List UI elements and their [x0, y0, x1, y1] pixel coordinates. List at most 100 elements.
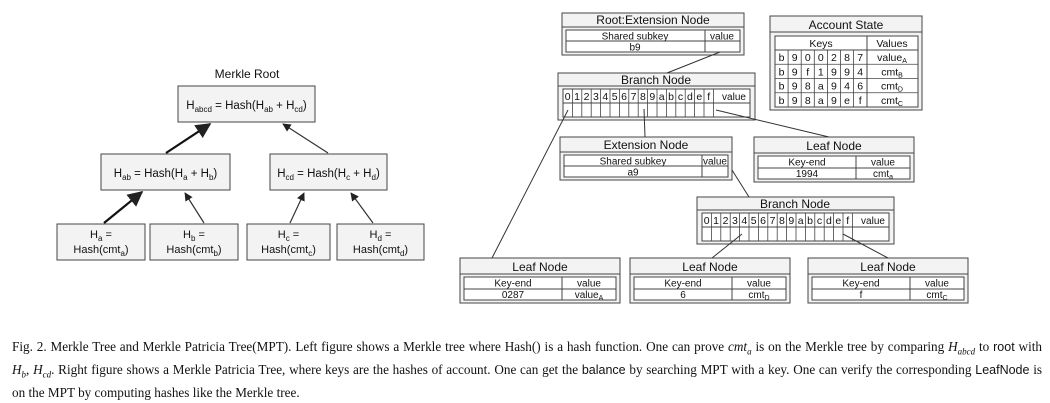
merkle-root-title: Merkle Root: [215, 67, 280, 81]
account-key-char: 8: [805, 95, 811, 107]
svg-text:value: value: [577, 279, 601, 290]
node-title: Leaf Node: [806, 139, 862, 153]
mpt-edge-ext-branch2: [731, 169, 750, 198]
merkle-edge-d-cd: [350, 192, 374, 224]
keys-header: Keys: [809, 38, 832, 50]
svg-text:Ha =: Ha =: [90, 229, 112, 243]
node-title: Extension Node: [604, 138, 689, 152]
account-key-char: 0: [805, 52, 811, 64]
account-key-char: 9: [792, 81, 798, 93]
account-key-char: 9: [831, 95, 837, 107]
account-key-char: 9: [792, 52, 798, 64]
branch2-cell-3: 3: [732, 215, 738, 227]
account-key-char: 6: [857, 81, 863, 93]
branch2-cell-4: 4: [741, 215, 747, 227]
node-title: Root:Extension Node: [596, 13, 710, 27]
branch2-cell-d: d: [826, 215, 832, 227]
branch1-cell-2: 2: [584, 91, 590, 103]
svg-text:value: value: [871, 158, 895, 169]
branch2-cell-8: 8: [779, 215, 785, 227]
mpt-extension-node: Extension Node Shared subkey value a9: [559, 136, 733, 181]
svg-text:Hd =: Hd =: [370, 229, 392, 243]
branch1-cell-a: a: [659, 91, 665, 103]
merkle-tree: Merkle Root Habcd = Hash(Hab + Hcd) Hab …: [56, 67, 425, 261]
account-key-char: f: [806, 66, 809, 78]
merkle-edge-b-ab: [184, 192, 205, 224]
branch1-cell-6: 6: [621, 91, 627, 103]
account-key-char: 9: [792, 66, 798, 78]
node-title: Leaf Node: [512, 260, 568, 274]
merkle-edge-ab-root: [165, 123, 212, 154]
branch1-cell-1: 1: [574, 91, 580, 103]
svg-text:Key-end: Key-end: [494, 279, 531, 290]
svg-text:b9: b9: [629, 43, 641, 54]
svg-text:Hash(cmta): Hash(cmta): [73, 244, 128, 258]
mpt-edge-branch1-ext: [643, 108, 646, 138]
merkle-node-cd: Hcd = Hash(Hc + Hd): [269, 153, 388, 191]
svg-text:Hash(cmtc): Hash(cmtc): [261, 244, 316, 258]
branch2-cell-5: 5: [751, 215, 757, 227]
svg-text:6: 6: [680, 290, 686, 301]
account-key-char: f: [859, 95, 862, 107]
merkle-ab-label: Hab = Hash(Ha + Hb): [114, 168, 218, 182]
account-key-char: 9: [792, 95, 798, 107]
account-key-char: 4: [844, 81, 850, 93]
branch1-cell-9: 9: [649, 91, 655, 103]
account-key-char: 1: [818, 66, 824, 78]
mpt-leaf-node-f: Leaf Node Key-end value f cmtC: [807, 257, 969, 304]
svg-text:f: f: [860, 290, 863, 301]
merkle-node-root: Habcd = Hash(Hab + Hcd): [177, 85, 316, 123]
mpt-edge-branch1-leaf1994: [715, 109, 830, 138]
account-key-char: 8: [805, 81, 811, 93]
values-header: Values: [876, 38, 907, 50]
branch2-cell-0: 0: [704, 215, 710, 227]
svg-text:Hash(cmtd): Hash(cmtd): [353, 244, 408, 258]
branch2-cell-2: 2: [723, 215, 729, 227]
account-value: cmtD: [881, 81, 903, 94]
svg-text:1994: 1994: [796, 169, 819, 180]
account-key-char: 4: [857, 66, 863, 78]
branch2-cell-c: c: [817, 215, 822, 227]
branch2-cell-e: e: [835, 215, 841, 227]
account-key-char: 7: [857, 52, 863, 64]
account-key-char: 9: [844, 66, 850, 78]
account-key-char: b: [779, 81, 785, 93]
account-key-char: a: [818, 95, 824, 107]
mpt-leaf-node-6: Leaf Node Key-end value 6 cmtD: [629, 257, 791, 304]
merkle-node-ab: Hab = Hash(Ha + Hb): [100, 153, 231, 191]
svg-text:value: value: [925, 279, 949, 290]
svg-text:valueA: valueA: [575, 290, 604, 302]
account-key-char: 9: [831, 66, 837, 78]
account-key-char: 8: [844, 52, 850, 64]
merkle-edge-cd-root: [282, 123, 329, 154]
branch2-cell-b: b: [807, 215, 813, 227]
branch1-cell-7: 7: [631, 91, 637, 103]
account-value: cmtC: [881, 95, 903, 108]
account-key-char: 2: [831, 52, 837, 64]
mpt-edge-root-branch1: [666, 51, 721, 74]
mpt-leaf-node-0287: Leaf Node Key-end value 0287 valueA: [459, 257, 621, 304]
svg-text:value: value: [747, 279, 771, 290]
account-key-char: 9: [831, 81, 837, 93]
merkle-leaf-a: Ha = Hash(cmta): [56, 223, 146, 261]
svg-text:value: value: [703, 157, 727, 168]
merkle-root-label: Habcd = Hash(Hab + Hcd): [186, 100, 307, 114]
branch2-cell-6: 6: [760, 215, 766, 227]
mpt: Root:Extension Node Shared subkey value …: [459, 12, 969, 304]
account-state-title: Account State: [809, 18, 884, 32]
node-title: Leaf Node: [682, 260, 738, 274]
branch1-cell-4: 4: [602, 91, 608, 103]
branch1-cell-e: e: [696, 91, 702, 103]
svg-text:value: value: [861, 216, 885, 227]
branch1-cell-0: 0: [565, 91, 571, 103]
account-key-char: b: [779, 52, 785, 64]
branch1-cell-5: 5: [612, 91, 618, 103]
merkle-leaf-b: Hb = Hash(cmtb): [149, 223, 239, 261]
account-key-char: b: [779, 95, 785, 107]
svg-text:a9: a9: [627, 168, 639, 179]
branch1-cell-3: 3: [593, 91, 599, 103]
mpt-edge-branch2-leaff: [842, 233, 889, 259]
merkle-edge-a-ab: [103, 191, 144, 224]
